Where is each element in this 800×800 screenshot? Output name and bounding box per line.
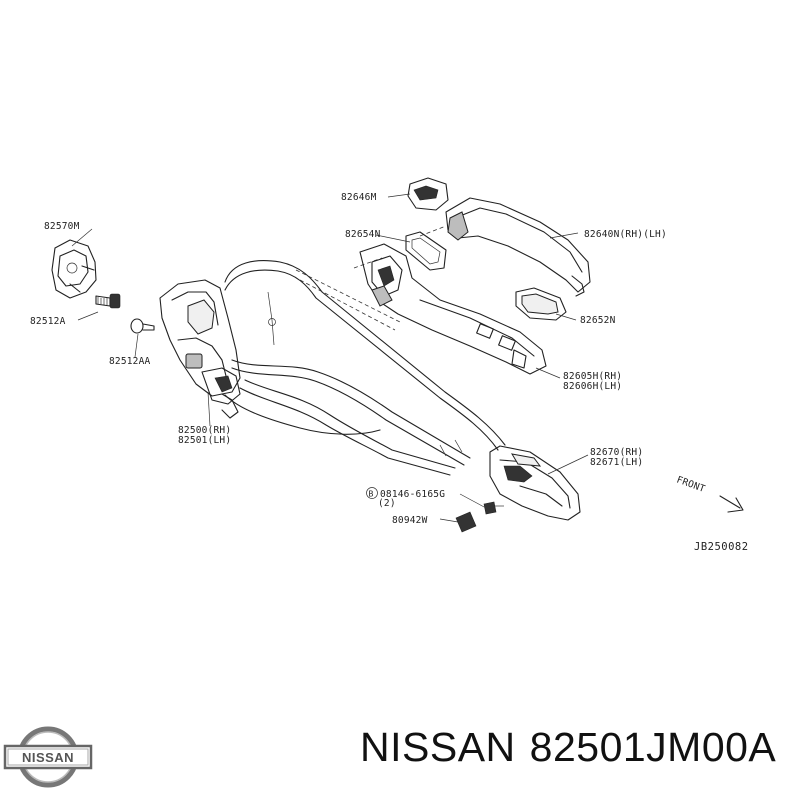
footer-title: NISSAN 82501JM00A [360, 724, 790, 771]
part-82605h-handle-frame [359, 243, 547, 375]
label-82671: 82671(LH) [590, 457, 643, 468]
part-labels: 82646M 82570M 82654N 82640N(RH)(LH) 8265… [30, 192, 749, 553]
parts-diagram: FRONT 82646M 82570M 82654N 82640N(RH)(LH… [30, 177, 749, 553]
label-82670: 82670(RH) [590, 447, 643, 458]
label-82606h: 82606H(LH) [563, 381, 622, 392]
part-82512a-bolt [95, 293, 121, 309]
part-80942w-cover [455, 511, 477, 533]
front-direction-arrow: FRONT [675, 474, 744, 513]
label-82512aa: 82512AA [109, 356, 151, 367]
part-82640n-outside-handle [445, 197, 591, 297]
b-mark-circle [366, 487, 378, 499]
part-82512aa-screw [130, 318, 155, 334]
label-82654n: 82654N [345, 229, 381, 240]
label-82501: 82501(LH) [178, 435, 231, 446]
lock-cables [224, 260, 506, 476]
part-82500-door-lock-actuator [159, 279, 241, 419]
part-82670-inside-handle [489, 445, 581, 521]
label-82640n: 82640N(RH)(LH) [584, 229, 667, 240]
label-08146: 08146-6165G [380, 489, 445, 500]
part-82570m-bracket [51, 239, 97, 299]
label-82646m: 82646M [341, 192, 377, 203]
label-82512a: 82512A [30, 316, 66, 327]
label-80942w: 80942W [392, 515, 428, 526]
part-08146-screw [483, 501, 504, 515]
label-82652n: 82652N [580, 315, 616, 326]
diagram-code: JB250082 [694, 541, 749, 553]
assembly-guide-lines [295, 225, 447, 331]
label-82500: 82500(RH) [178, 425, 231, 436]
part-82646m-cap [407, 177, 449, 211]
nissan-logo-text: NISSAN [22, 750, 74, 765]
footer-brand-name: NISSAN [360, 724, 516, 770]
part-82652n-seal [515, 287, 567, 321]
leader-lines [71, 193, 589, 523]
label-82570m: 82570M [44, 221, 80, 232]
label-08146-mark: B [369, 490, 374, 499]
nissan-logo-icon: NISSAN [3, 726, 93, 788]
label-82605h: 82605H(RH) [563, 371, 622, 382]
part-82654n-gasket [405, 231, 447, 271]
label-08146-qty: (2) [378, 498, 396, 509]
front-label: FRONT [675, 474, 707, 494]
footer-part-number: 82501JM00A [529, 724, 777, 770]
